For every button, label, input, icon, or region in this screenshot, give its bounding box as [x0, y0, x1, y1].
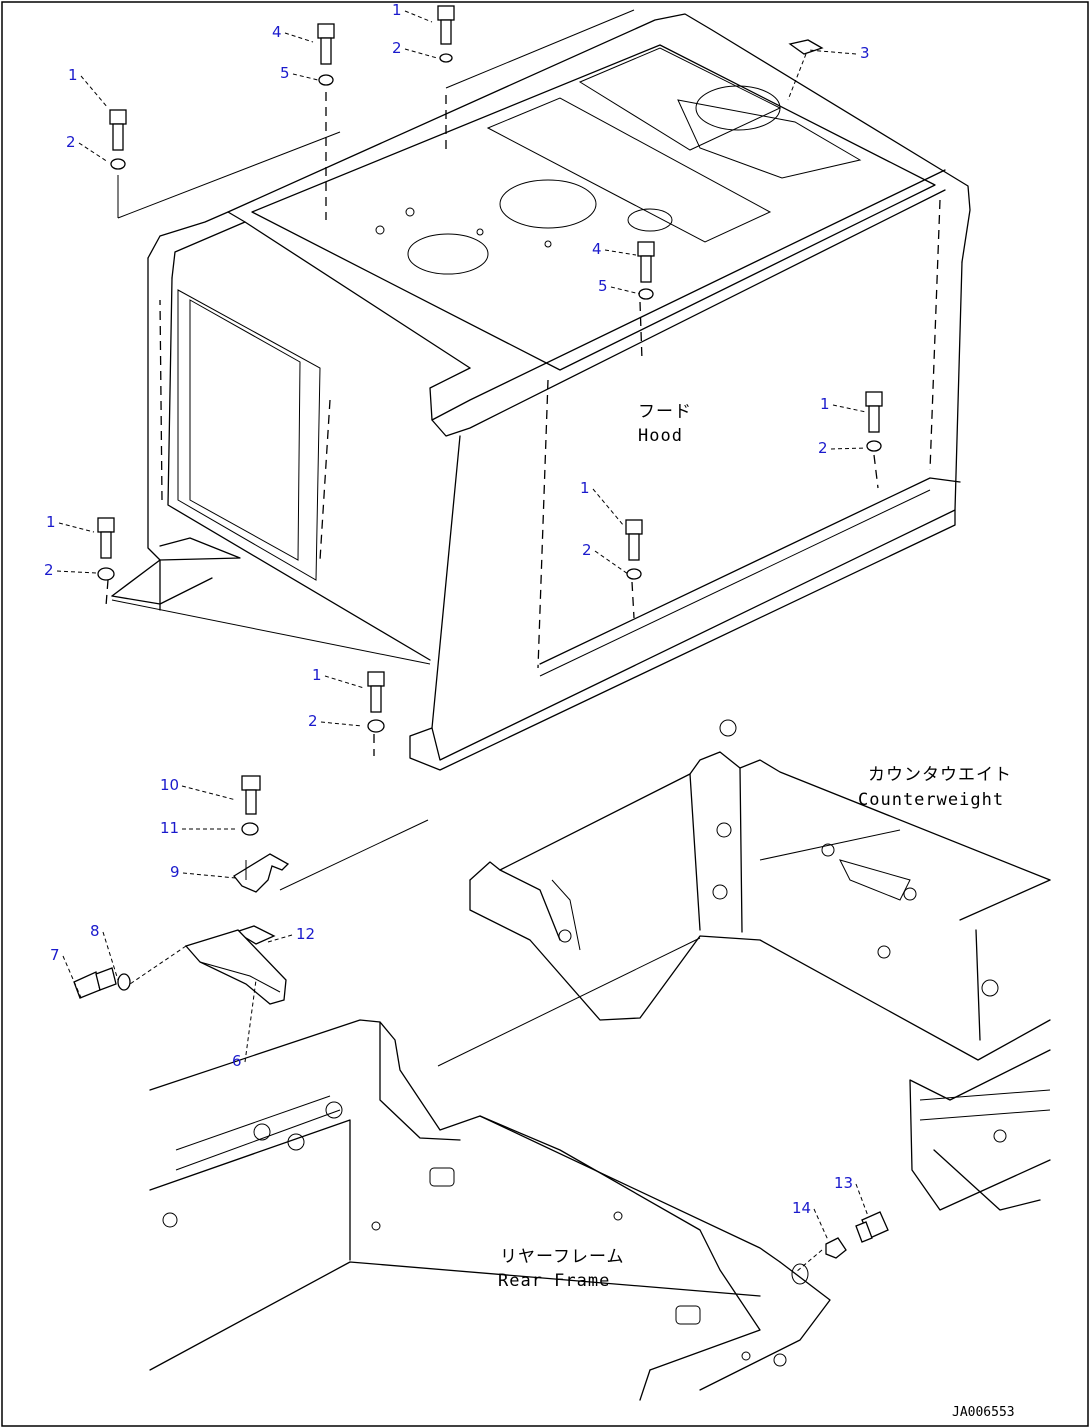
callout-leader-c9: [182, 872, 237, 879]
callout-leader-c2a: [404, 48, 438, 59]
callout-c12: 12: [296, 925, 315, 943]
callout-leader-c2f: [320, 721, 363, 727]
bolt-1-right: [865, 391, 883, 452]
bolt-4-middle: [637, 241, 655, 300]
callout-c1e: 1: [46, 513, 56, 531]
bracket-reference-line: [279, 819, 429, 891]
callout-c9: 9: [170, 863, 180, 881]
hood-label-jp: フード: [638, 402, 692, 422]
callout-leader-c4a: [284, 32, 314, 43]
callout-leader-c10: [181, 785, 237, 801]
hood-bottom-line: [111, 599, 431, 665]
counterweight-assembly: カウンタウエイト Counterweight: [469, 719, 1051, 1211]
counterweight-label-jp: カウンタウエイト: [868, 765, 1012, 785]
callout-c7: 7: [50, 946, 60, 964]
callout-c11: 11: [160, 819, 179, 837]
callout-c5b: 5: [598, 277, 608, 295]
bolt-1-top: [437, 5, 455, 63]
callout-c1a: 1: [392, 1, 402, 19]
callout-c6: 6: [232, 1052, 242, 1070]
bolt-1-left-top: [109, 109, 127, 170]
callout-leader-c1a: [404, 10, 433, 23]
hood-assembly: フード Hood: [111, 13, 971, 771]
bolt-1-front-bottom: [367, 671, 385, 733]
callout-leader-c1c: [832, 404, 867, 413]
callout-c1d: 1: [580, 479, 590, 497]
rear-frame-label-en: Rear Frame: [498, 1271, 610, 1291]
callout-leader-c7: [62, 955, 83, 1001]
rear-frame-label-jp: リヤーフレーム: [500, 1247, 624, 1267]
bolt-13: [855, 1211, 889, 1243]
callout-leader-c2b: [78, 142, 109, 163]
callout-c2d: 2: [582, 541, 592, 559]
callout-leader-c4b: [604, 249, 637, 256]
bolt-1-left-bottom: [97, 517, 115, 581]
callout-c2a: 2: [392, 39, 402, 57]
callout-c2b: 2: [66, 133, 76, 151]
callout-leader-c2c: [830, 447, 867, 450]
callout-c4b: 4: [592, 240, 602, 258]
callout-leader-c3: [807, 49, 857, 55]
callout-c1f: 1: [312, 666, 322, 684]
counterweight-label-en: Counterweight: [858, 790, 1004, 810]
callout-c1b: 1: [68, 66, 78, 84]
assembly-lines: [105, 9, 879, 756]
callout-c2c: 2: [818, 439, 828, 457]
callout-leader-c13: [855, 1183, 869, 1217]
callout-c14: 14: [792, 1199, 811, 1217]
callout-leader-c1f: [324, 675, 365, 689]
callout-leader-c6: [244, 979, 257, 1063]
callout-c3: 3: [860, 44, 870, 62]
callout-c13: 13: [834, 1174, 853, 1192]
bolt-1-front: [625, 519, 643, 580]
callout-leader-c8: [102, 931, 119, 981]
callout-c1c: 1: [820, 395, 830, 413]
callout-leader-c1b: [80, 75, 109, 109]
callout-leader-c14: [813, 1208, 829, 1241]
callout-leader-c2e: [56, 570, 97, 574]
callout-leader-c1e: [58, 522, 95, 533]
callout-c4a: 4: [272, 23, 282, 41]
callout-leader-c5b: [610, 286, 641, 295]
callout-c10: 10: [160, 776, 179, 794]
frame-reference-line: [437, 937, 701, 1067]
bolt-4-top: [317, 23, 335, 86]
bolt-10: [241, 775, 261, 836]
rear-frame-assembly: リヤーフレーム Rear Frame: [149, 1019, 831, 1401]
callout-c2f: 2: [308, 712, 318, 730]
callout-c5a: 5: [280, 64, 290, 82]
callout-c8: 8: [90, 922, 100, 940]
callout-leader-c2d: [594, 550, 629, 575]
callout-leader-c5a: [292, 73, 319, 81]
callout-leader-c1d: [592, 488, 625, 527]
callout-c2e: 2: [44, 561, 54, 579]
fasteners: [73, 5, 889, 1273]
hood-label-en: Hood: [638, 426, 683, 446]
drawing-code: JA006553: [952, 1405, 1015, 1420]
bolt-7: [73, 967, 117, 999]
